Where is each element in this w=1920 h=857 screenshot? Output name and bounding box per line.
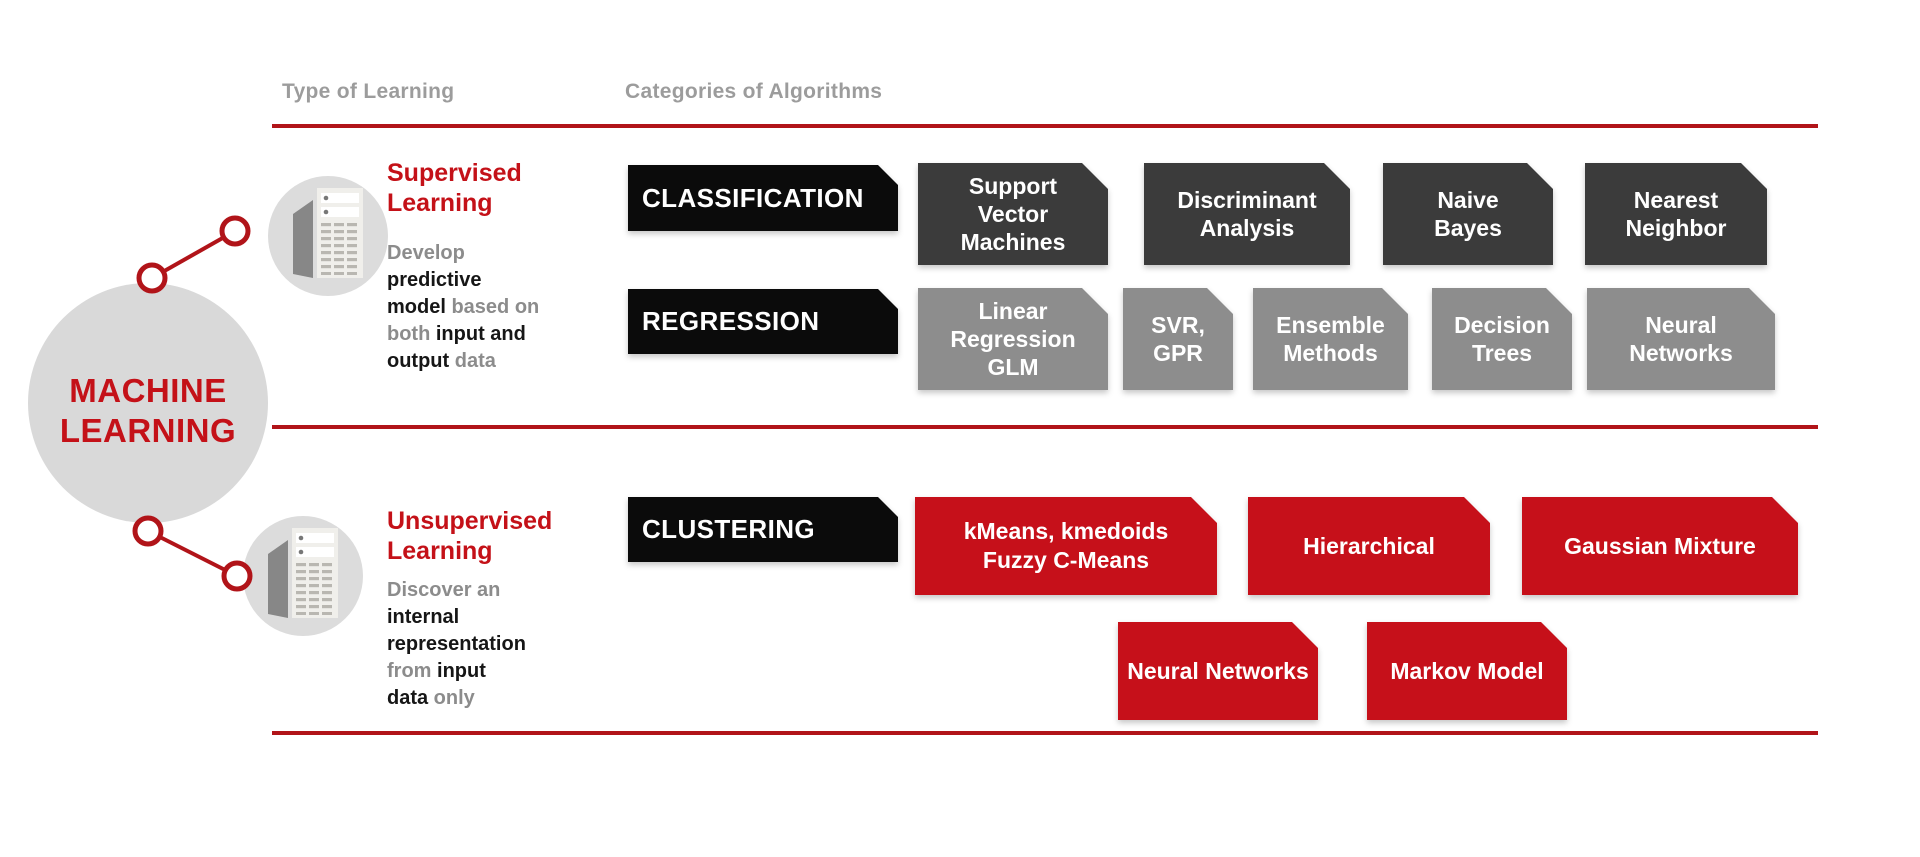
category-box-clustering: CLUSTERING	[628, 497, 884, 562]
category-label-regression: REGRESSION	[628, 289, 898, 354]
connector-line-unsupervised	[147, 529, 238, 578]
supervised-server-icon	[268, 176, 388, 296]
connector-line-supervised	[151, 229, 236, 280]
algorithm-box-gaussian-mixture: Gaussian Mixture	[1522, 497, 1798, 595]
category-label-clustering: CLUSTERING	[628, 497, 898, 562]
algorithm-box-svr-gpr: SVR, GPR	[1123, 288, 1233, 390]
algorithm-box-neural-networks-clustering: Neural Networks	[1118, 622, 1318, 720]
algorithm-box-ensemble-methods: Ensemble Methods	[1253, 288, 1408, 390]
algorithm-box-decision-trees: Decision Trees	[1432, 288, 1572, 390]
algorithm-box-markov-model: Markov Model	[1367, 622, 1567, 720]
machine-learning-label: MACHINE LEARNING	[59, 372, 237, 449]
supervised-learning-title: Supervised Learning	[387, 159, 522, 217]
machine-learning-node: MACHINE LEARNING	[28, 283, 268, 523]
algorithm-box-hierarchical: Hierarchical	[1248, 497, 1490, 595]
category-box-classification: CLASSIFICATION	[628, 165, 884, 231]
algorithm-box-neural-networks-regression: Neural Networks	[1587, 288, 1775, 390]
connector-ring	[219, 215, 251, 247]
algorithm-box-nearest-neighbor: Nearest Neighbor	[1585, 163, 1767, 265]
algorithm-box-linear-regression-glm: Linear Regression GLM	[918, 288, 1108, 390]
algorithm-box-kmeans-kmedoids-fuzzy-c-means: kMeans, kmedoids Fuzzy C-Means	[915, 497, 1217, 595]
column-header-categories-of-algorithms: Categories of Algorithms	[625, 80, 883, 103]
category-box-regression: REGRESSION	[628, 289, 884, 354]
divider-line-middle	[272, 425, 1818, 429]
divider-line-bottom	[272, 731, 1818, 735]
category-label-classification: CLASSIFICATION	[628, 165, 898, 231]
divider-line-top	[272, 124, 1818, 128]
algorithm-box-support-vector-machines: Support Vector Machines	[918, 163, 1108, 265]
algorithm-box-naive-bayes: Naive Bayes	[1383, 163, 1553, 265]
column-header-type-of-learning: Type of Learning	[282, 80, 455, 103]
unsupervised-learning-title: Unsupervised Learning	[387, 507, 553, 565]
unsupervised-server-icon	[243, 516, 363, 636]
algorithm-box-discriminant-analysis: Discriminant Analysis	[1144, 163, 1350, 265]
